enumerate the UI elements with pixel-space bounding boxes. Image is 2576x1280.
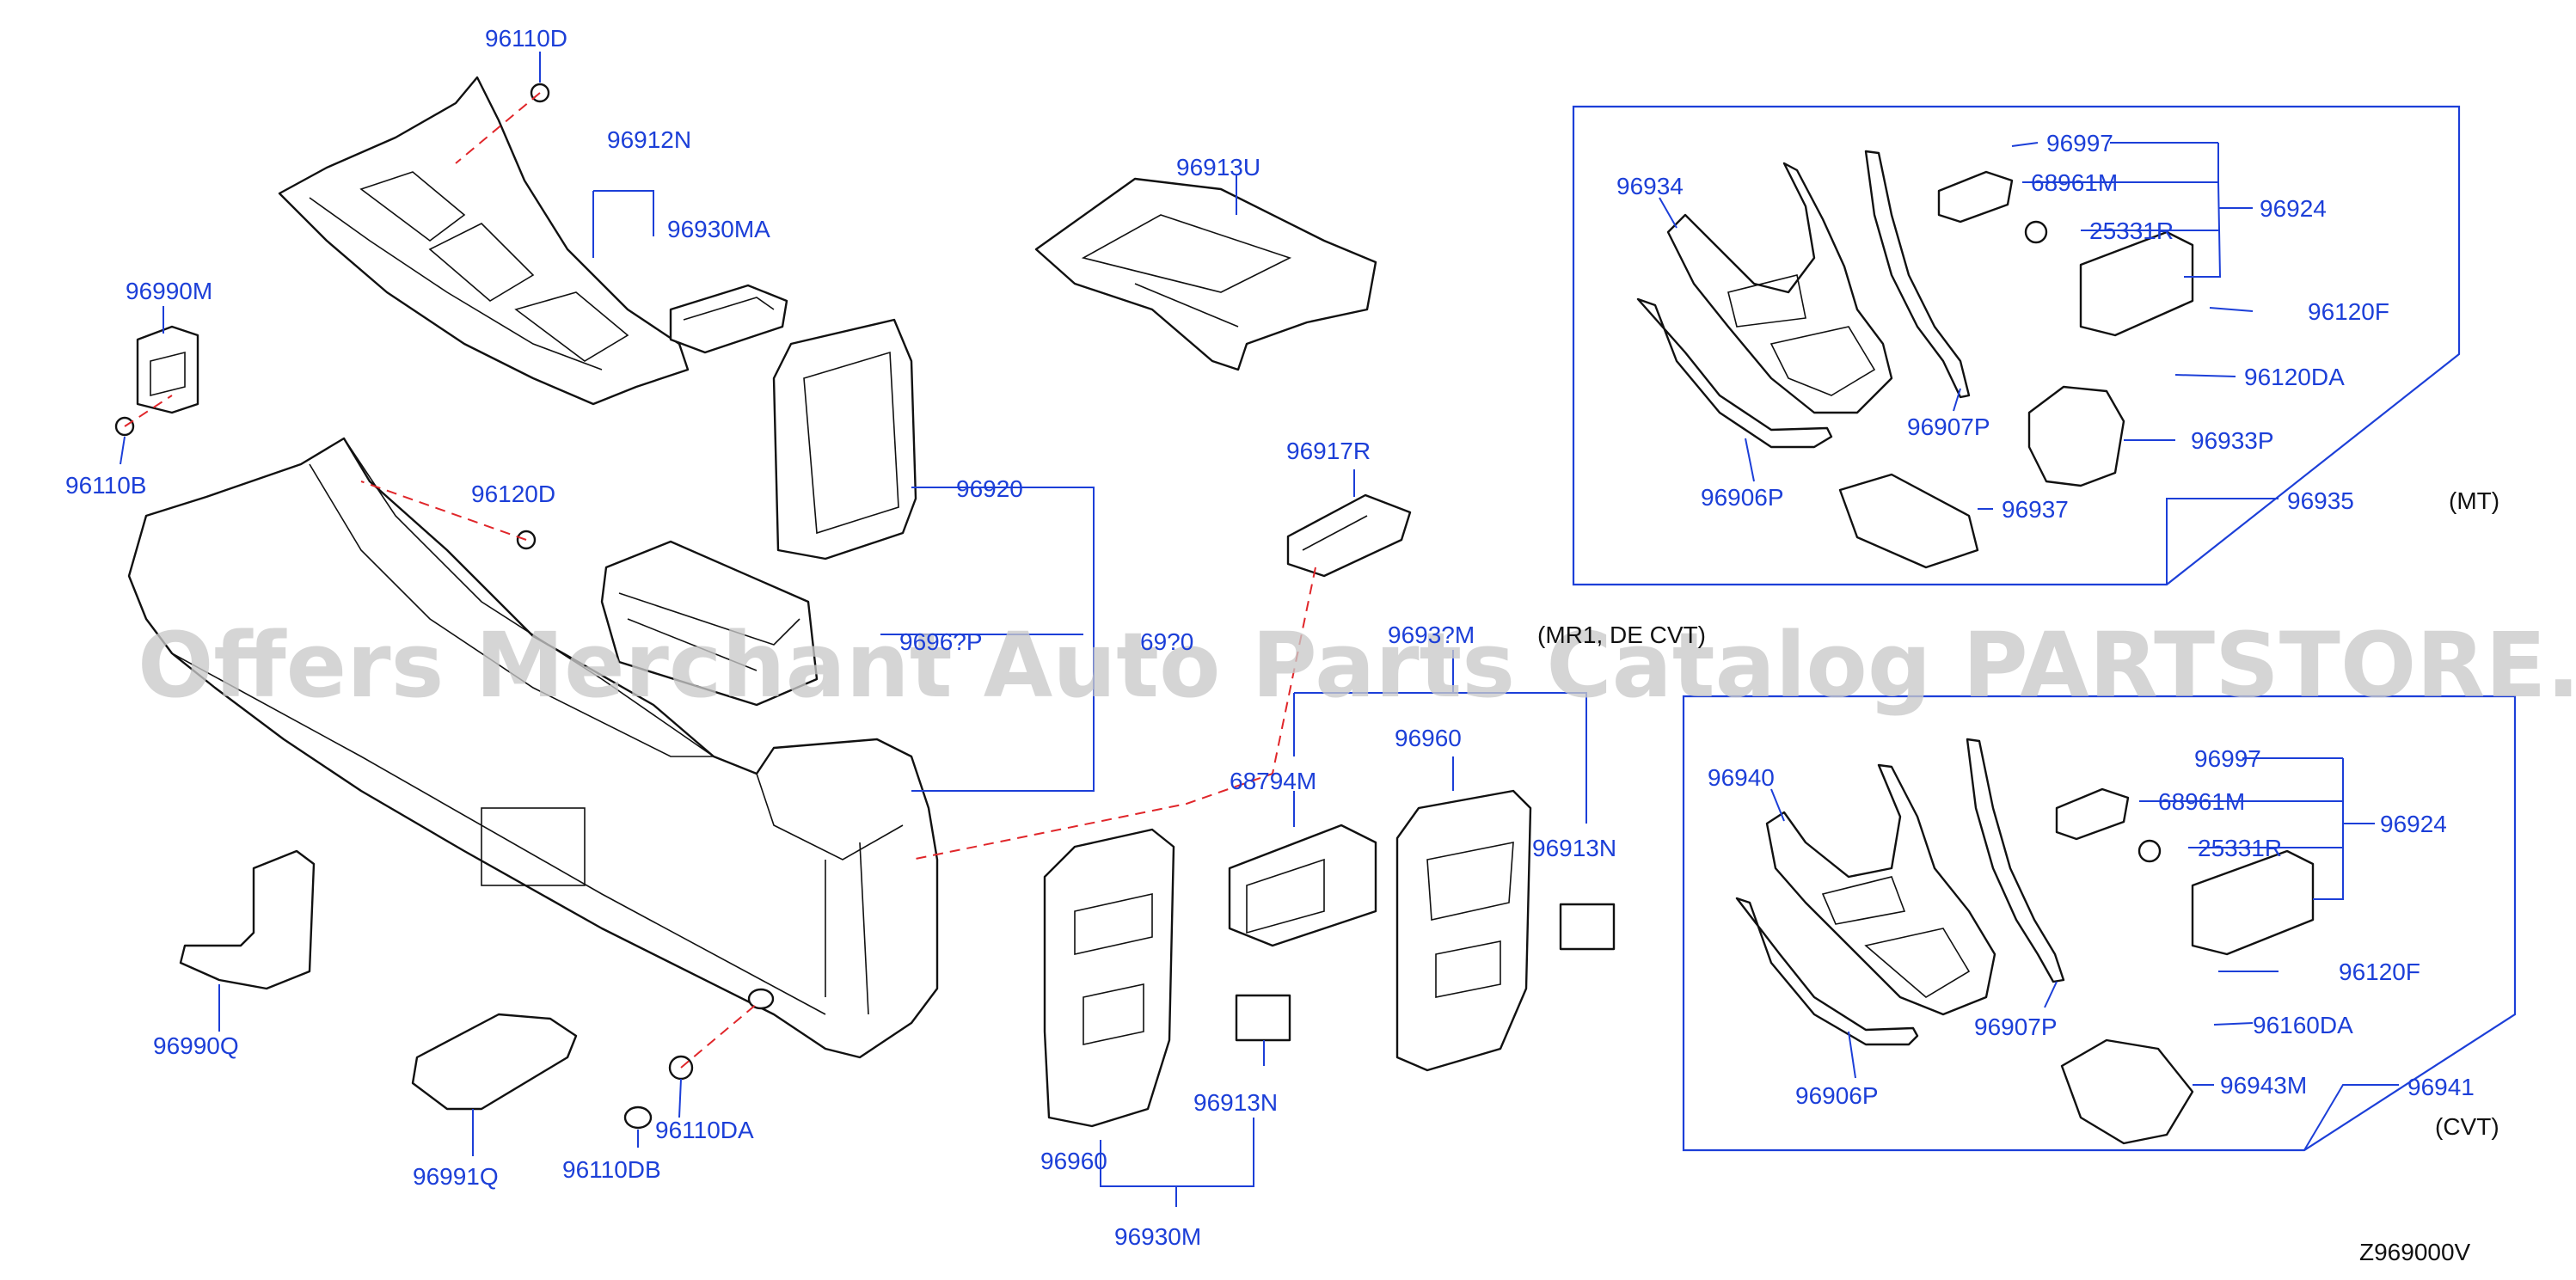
cvt-label-68961M: 68961M [2158,788,2245,815]
mt-detail-box [1572,105,2461,586]
mt-label-96120DA: 96120DA [2244,364,2345,390]
side-panel-left [1043,828,1175,1128]
mt-ring-96937 [1838,473,1979,569]
cvt-label-96160DA: 96160DA [2253,1012,2353,1038]
cvt-socket-25331R [2137,839,2162,863]
label-96930MA: 96930MA [667,216,770,242]
cvt-label-96940: 96940 [1708,764,1775,791]
diagram-code: Z969000V [2359,1239,2471,1265]
cvt-detail-box [1682,695,2517,1152]
mt-label-96120F: 96120F [2308,298,2389,325]
mt-unit-96924 [2079,230,2194,337]
bracket-96990M [136,325,199,414]
vent-68794M [1228,824,1377,947]
mt-labels: 96997 68961M 25331R 96924 96934 96120F 9… [1616,130,2499,523]
cap-96913N-right [1559,903,1616,951]
cvt-labels: 96997 68961M 25331R 96924 96940 96120F 9… [1708,745,2499,1140]
mt-switch-68961M [1937,170,2014,224]
cvt-label-96120F: 96120F [2339,958,2420,985]
upper-finisher [278,76,690,406]
bracket-96990Q [179,849,316,990]
cvt-trim-96907P [1966,738,2065,983]
cvt-label-25331R: 25331R [2198,835,2282,861]
cvt-label-96997: 96997 [2194,745,2261,772]
cover-96913U [1034,177,1377,371]
mt-label-96924: 96924 [2260,195,2327,222]
label-96120D: 96120D [471,481,555,507]
mt-label-96937: 96937 [2002,496,2069,523]
label-96110DA: 96110DA [655,1117,754,1143]
cvt-label-96906P: 96906P [1795,1082,1879,1109]
cvt-label-96924: 96924 [2380,811,2447,837]
label-partial-96930M: 9693?M [1388,622,1475,648]
mt-label-96997: 96997 [2046,130,2113,156]
watermark: Offers Merchant Auto Parts Catalog PARTS… [138,613,2576,718]
armrest-lid [772,318,917,560]
cvt-label-96941: 96941 [2407,1074,2475,1100]
mt-variant-tag: (MT) [2449,487,2499,514]
mt-shift-finisher [1666,162,1893,414]
label-96917R: 96917R [1286,438,1371,464]
cvt-label-96943M: 96943M [2220,1072,2307,1099]
label-96913U: 96913U [1176,154,1260,181]
label-96960-left: 96960 [1040,1148,1107,1174]
mt-label-96935: 96935 [2287,487,2354,514]
plug-96110DB [623,1105,653,1130]
label-96913N-left: 96913N [1193,1089,1278,1116]
mt-label-96907P: 96907P [1907,413,1990,440]
mt-label-25331R: 25331R [2089,217,2174,244]
cvt-unit-96924 [2191,849,2315,956]
label-96920: 96920 [956,475,1023,502]
label-partial-96962P: 9696?P [899,628,983,655]
leader-lines [120,52,2399,1207]
storage-tray [600,540,819,707]
cvt-indicator-96943M [2060,1038,2194,1145]
label-partial-variant: (MR1, DE CVT) [1537,622,1706,648]
side-panel-right [1395,789,1532,1072]
label-96990Q: 96990Q [153,1032,239,1059]
console-body [127,437,939,1059]
cvt-trim-96906P [1735,897,1919,1046]
clip-96917R [1286,493,1412,578]
mt-trim-96906P [1636,297,1833,449]
label-96991Q: 96991Q [413,1163,499,1190]
cap-96913N-left [1235,994,1291,1042]
label-96110DB: 96110DB [562,1156,661,1183]
mt-trim-96907P [1864,150,1971,399]
mt-label-68961M: 68961M [2031,169,2118,196]
mt-label-96906P: 96906P [1701,484,1784,511]
main-labels: 96110D 96912N 96930MA 96990M 96110B 9612… [65,25,1706,1250]
label-96110D: 96110D [485,25,567,52]
mt-boot-96933P [2027,385,2125,487]
cup-tray [669,284,788,354]
mt-socket-25331R [2024,220,2048,244]
label-96912N: 96912N [607,126,691,153]
mt-label-96934: 96934 [1616,173,1684,199]
label-96913N-right: 96913N [1532,835,1616,861]
label-96990M: 96990M [126,278,212,304]
assembly-guides [124,92,1316,1069]
bracket-96991Q [411,1013,578,1111]
cvt-shift-finisher [1765,763,1996,1016]
cvt-label-96907P: 96907P [1974,1014,2058,1040]
mt-label-96933P: 96933P [2191,427,2274,454]
label-96930M: 96930M [1114,1223,1201,1250]
label-68794M: 68794M [1230,768,1316,794]
label-96110B: 96110B [65,472,146,499]
label-96960-right: 96960 [1395,725,1462,751]
label-partial-6910: 69?0 [1140,628,1193,655]
cvt-variant-tag: (CVT) [2435,1113,2499,1140]
cvt-switch-68961M [2055,787,2130,841]
